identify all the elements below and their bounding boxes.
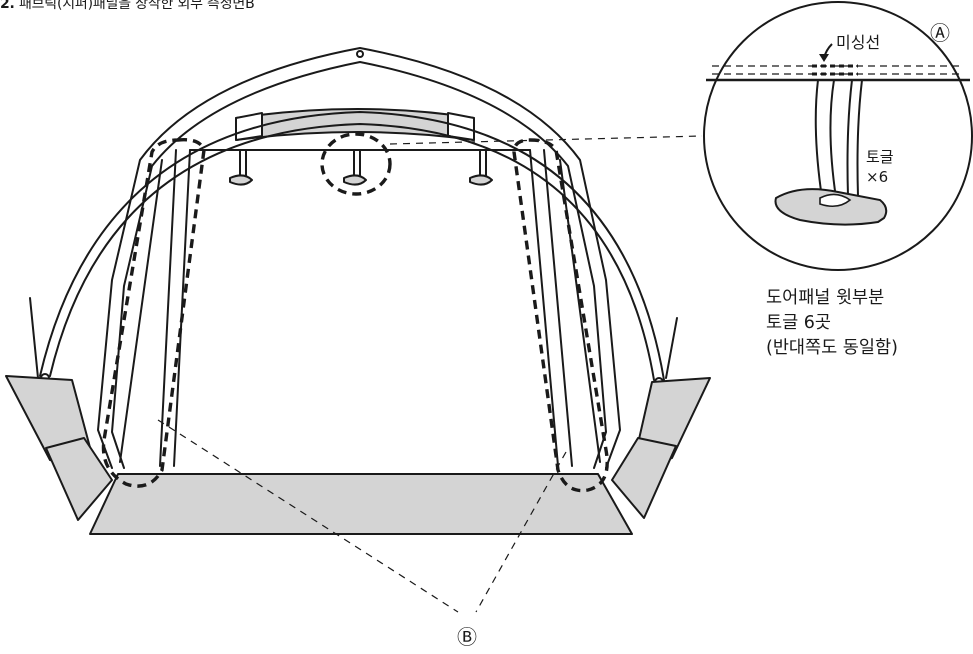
door-frame-right-inner [543, 149, 573, 467]
arch-pole-inner [49, 123, 655, 381]
description-line-1: 도어패널 윗부분 [766, 288, 885, 308]
highlight-left-seam [101, 138, 206, 488]
detail-magnifier [703, 1, 973, 271]
arch-pole [39, 111, 665, 381]
marker-b: Ⓑ [457, 625, 477, 649]
outer-rail-right [559, 159, 601, 463]
caption-marker: 2. [0, 0, 15, 12]
toggle-center [343, 149, 367, 186]
toggle-name-label: 토글 [866, 148, 894, 166]
left-guy-line [29, 297, 39, 379]
highlight-right-seam [512, 138, 609, 493]
caption: 2. 패브릭(지퍼)패널을 장착한 외부 측정면B [0, 0, 255, 13]
door-frame-left-inner [173, 149, 191, 467]
door-frame-left [159, 149, 177, 467]
toggle-right [469, 149, 493, 186]
right-corner-flap [611, 437, 677, 519]
toggle-left [229, 149, 253, 186]
description-line-3: (반대쪽도 동일함) [766, 338, 898, 358]
caption-text: 패브릭(지퍼)패널을 장착한 외부 측정면B [18, 0, 255, 12]
ground-sheet [89, 473, 633, 535]
apex-ring [356, 50, 364, 58]
description-line-2: 토글 6곳 [766, 313, 831, 333]
highlight-center-toggle [320, 132, 392, 196]
toggle-count-label: ×6 [866, 168, 888, 186]
description-block: 도어패널 윗부분 토글 6곳 (반대쪽도 동일함) [766, 286, 898, 361]
left-corner-flap [45, 437, 113, 521]
leader-to-detail [389, 135, 703, 145]
door-frame-right [529, 149, 559, 467]
detail-label-a: Ⓐ [930, 21, 950, 45]
right-guy-line [665, 317, 678, 379]
outer-rail-left [119, 159, 163, 463]
stitch-label: 미싱선 [836, 33, 880, 52]
outer-fly-sheet [97, 47, 621, 469]
leader-b-right [475, 451, 567, 613]
